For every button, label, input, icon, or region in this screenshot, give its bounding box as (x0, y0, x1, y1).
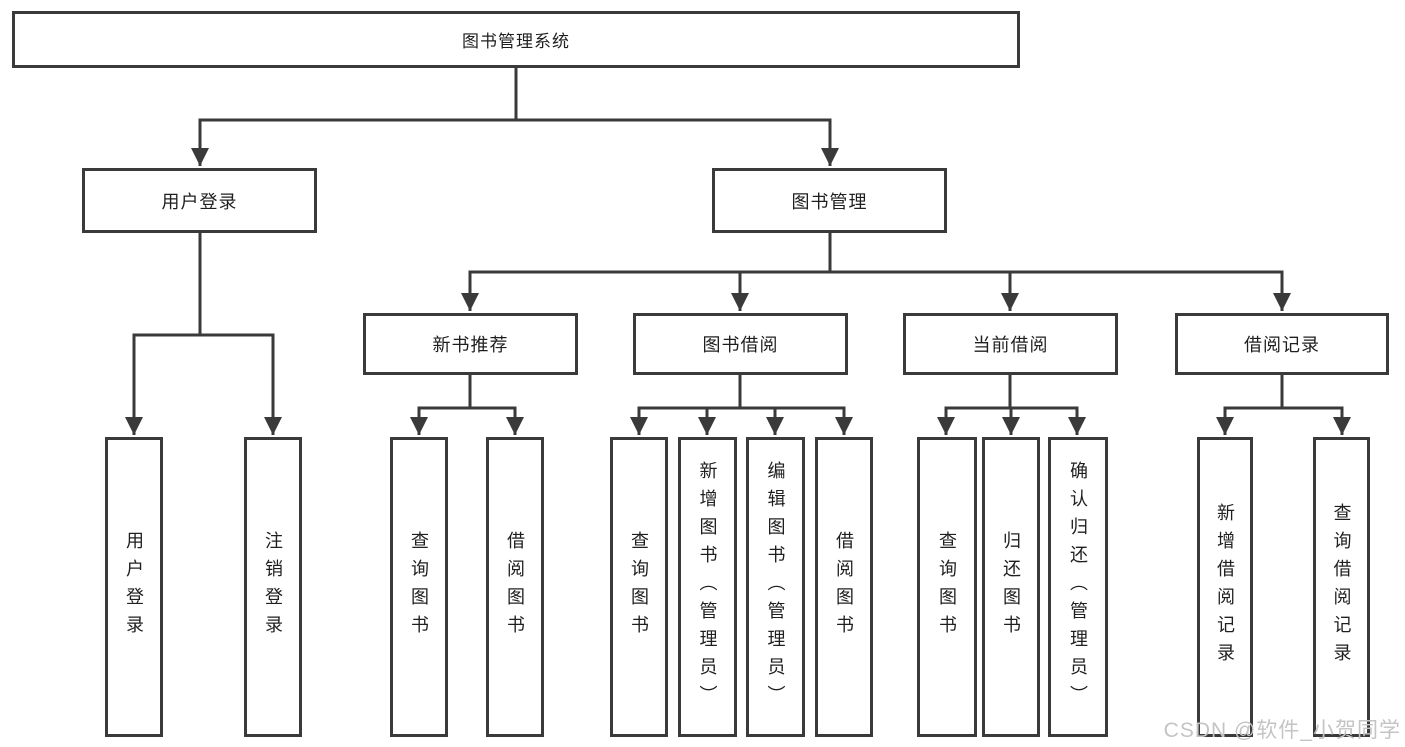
connector-arrow (830, 270, 1019, 311)
node-label: 归还图书 (1001, 531, 1021, 643)
node-leaf-query-books-recommend: 查询图书 (390, 437, 448, 737)
node-leaf-add-borrow-record: 新增借阅记录 (1197, 437, 1253, 737)
connector-arrow (461, 270, 830, 311)
node-label: 图书管理 (791, 191, 868, 212)
node-label: 借阅图书 (834, 531, 854, 643)
node-user-login: 用户登录 (82, 168, 317, 233)
node-label: 编辑图书（管理员） (765, 461, 786, 713)
node-leaf-confirm-return-admin: 确认归还（管理员） (1048, 437, 1108, 737)
node-leaf-query-books-current: 查询图书 (917, 437, 977, 737)
node-label: 注销登录 (263, 531, 283, 643)
connector-arrow (125, 333, 200, 435)
connector-arrow (1282, 406, 1351, 435)
node-label: 用户登录 (124, 531, 144, 643)
node-label: 新增借阅记录 (1215, 503, 1235, 671)
node-leaf-borrow-books-borrowing: 借阅图书 (815, 437, 873, 737)
node-label: 查询图书 (937, 531, 957, 643)
connector-arrow (698, 406, 740, 435)
connector-arrow (731, 270, 830, 311)
node-leaf-query-books-borrowing: 查询图书 (610, 437, 668, 737)
connector-arrow (937, 406, 1010, 435)
connector-arrow (470, 406, 524, 435)
connector-arrow (191, 118, 516, 166)
node-label: 借阅记录 (1244, 335, 1320, 355)
node-leaf-borrow-books-recommend: 借阅图书 (486, 437, 544, 737)
node-label: 新增图书（管理员） (697, 461, 718, 713)
connector-arrow (740, 406, 784, 435)
node-book-borrowing: 图书借阅 (633, 313, 848, 375)
node-label: 确认归还（管理员） (1068, 461, 1088, 713)
connector-arrow (830, 270, 1291, 311)
node-label: 借阅图书 (505, 531, 525, 643)
node-leaf-edit-books-admin: 编辑图书（管理员） (746, 437, 805, 737)
node-label: 查询图书 (629, 531, 649, 643)
node-label: 图书管理系统 (462, 32, 570, 51)
node-leaf-return-books: 归还图书 (982, 437, 1040, 737)
node-leaf-logout: 注销登录 (244, 437, 302, 737)
connector-arrow (740, 406, 853, 435)
connector-arrow (1216, 406, 1282, 435)
node-borrowing-records: 借阅记录 (1175, 313, 1389, 375)
node-label: 用户登录 (161, 191, 238, 212)
node-book-management: 图书管理 (712, 168, 947, 233)
node-label: 图书借阅 (702, 335, 779, 355)
connector-arrow (630, 406, 740, 435)
connector-arrow (200, 333, 282, 435)
node-current-borrowing: 当前借阅 (903, 313, 1118, 375)
node-system: 图书管理系统 (12, 11, 1020, 68)
node-label: 新书推荐 (432, 335, 509, 355)
node-label: 查询图书 (409, 531, 429, 643)
connector-arrow (1010, 406, 1086, 435)
node-leaf-user-login: 用户登录 (105, 437, 163, 737)
node-new-book-recommend: 新书推荐 (363, 313, 578, 375)
watermark: CSDN @软件_小贺同学 (1163, 719, 1401, 742)
connector-arrow (516, 118, 839, 166)
connector-arrow (1002, 406, 1020, 435)
node-label: 查询借阅记录 (1331, 503, 1352, 671)
node-leaf-add-books-admin: 新增图书（管理员） (678, 437, 737, 737)
connector-arrow (410, 406, 470, 435)
node-label: 当前借阅 (972, 335, 1049, 355)
node-leaf-query-borrow-record: 查询借阅记录 (1313, 437, 1370, 737)
